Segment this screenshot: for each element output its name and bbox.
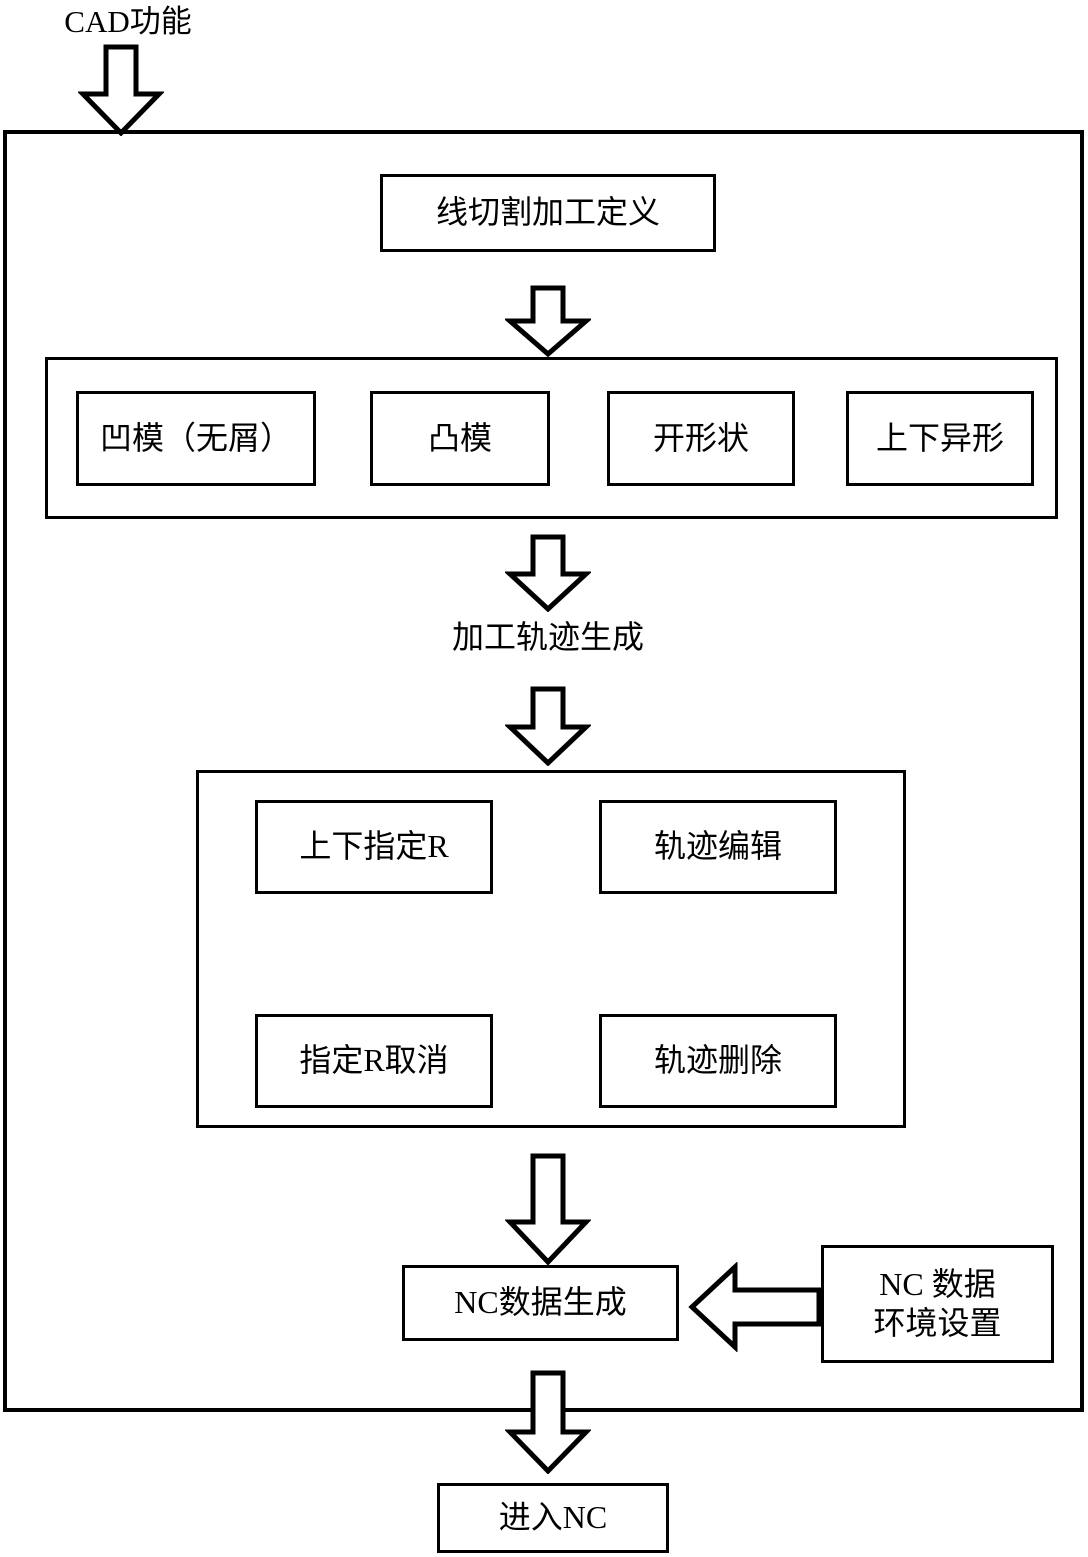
node-specify-r-cancel[interactable]: 指定R取消	[255, 1014, 493, 1108]
node-toolpath-delete[interactable]: 轨迹删除	[599, 1014, 837, 1108]
node-upper-lower-irregular[interactable]: 上下异形	[846, 391, 1034, 486]
arrow-cad-to-frame-icon	[78, 44, 164, 136]
machining-type-group	[45, 357, 1058, 519]
node-open-shape[interactable]: 开形状	[607, 391, 795, 486]
node-nc-data-env-setting[interactable]: NC 数据 环境设置	[821, 1245, 1054, 1363]
arrow-types-to-toolpath-icon	[505, 534, 591, 612]
arrow-definition-to-types-icon	[505, 285, 591, 357]
node-toolpath-edit[interactable]: 轨迹编辑	[599, 800, 837, 894]
arrow-panel-to-nc-icon	[505, 1153, 591, 1265]
arrow-env-to-nc-icon	[688, 1262, 823, 1352]
node-toolpath-generation-label: 加工轨迹生成	[451, 619, 644, 655]
toolpath-edit-group	[196, 770, 906, 1128]
node-punch[interactable]: 凸模	[370, 391, 550, 486]
arrow-nc-to-enter-icon	[505, 1370, 591, 1474]
node-specify-r-up-down[interactable]: 上下指定R	[255, 800, 493, 894]
node-nc-data-generation[interactable]: NC数据生成	[402, 1265, 679, 1341]
node-wire-cut-definition[interactable]: 线切割加工定义	[380, 174, 716, 252]
node-enter-nc[interactable]: 进入NC	[437, 1483, 669, 1553]
cad-function-label: CAD功能	[64, 3, 192, 39]
node-die-no-chip[interactable]: 凹模（无屑）	[76, 391, 316, 486]
arrow-toolpath-to-panel-icon	[505, 686, 591, 766]
